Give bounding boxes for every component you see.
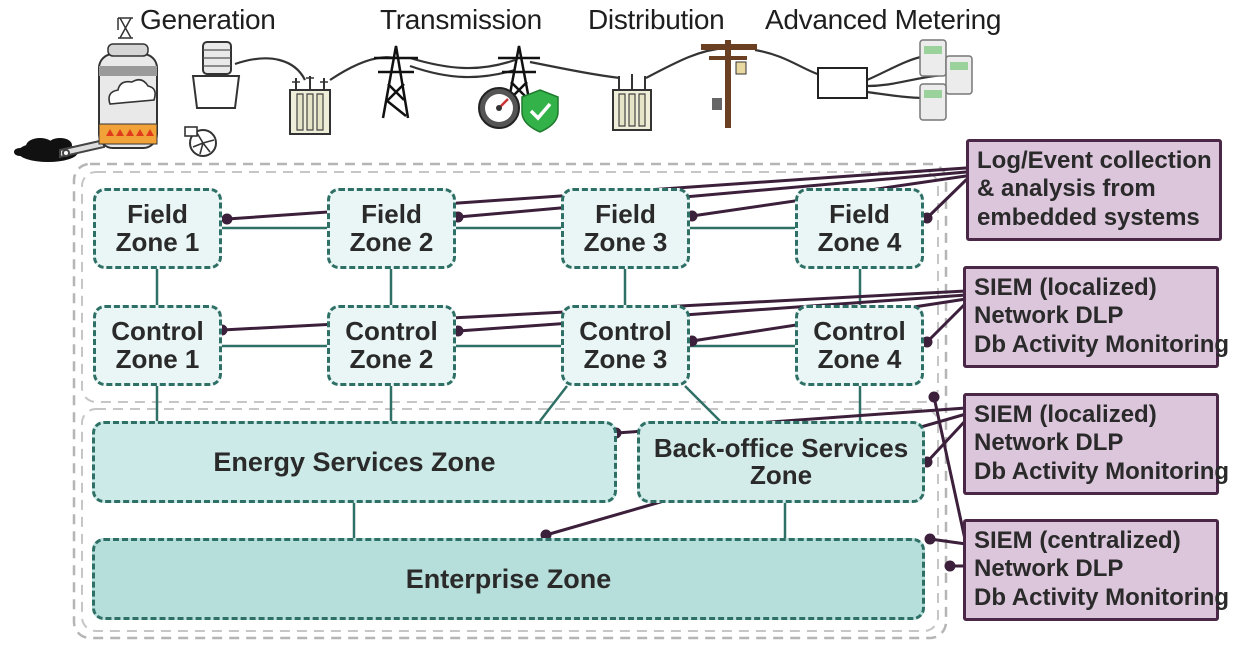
- zone-label-line: Control: [579, 316, 672, 347]
- distribution-transformer-icon: [612, 74, 652, 131]
- section-title-transmission: Transmission: [380, 4, 542, 35]
- info-line: embedded systems: [977, 203, 1200, 231]
- info-line: Db Activity Monitoring: [974, 457, 1230, 485]
- boiler-icon: [98, 43, 158, 149]
- zone-label-line: Zone 1: [115, 343, 200, 374]
- field-control-boundary: [81, 171, 939, 403]
- siem-centralized-box: SIEM (centralized) Network DLP Db Activi…: [963, 519, 1230, 621]
- info-line: SIEM (localized): [974, 274, 1157, 301]
- zone-label-line: Zone 1: [115, 226, 200, 257]
- info-line: SIEM (centralized): [974, 527, 1181, 554]
- info-line: Log/Event collection: [977, 147, 1212, 174]
- info-line: Db Activity Monitoring: [974, 583, 1230, 611]
- info-line: Db Activity Monitoring: [974, 330, 1230, 358]
- utility-pole-icon: [701, 40, 757, 128]
- zone-label-line: Zone 3: [583, 226, 668, 257]
- smart-meter-icon: [919, 39, 973, 121]
- zone-label-line: Control: [813, 316, 906, 347]
- info-line: SIEM (localized): [974, 401, 1157, 428]
- section-title-distribution: Distribution: [588, 4, 725, 35]
- siem-localized-box-1: SIEM (localized) Network DLP Db Activity…: [963, 266, 1230, 368]
- zone-label-line: Field: [127, 199, 188, 230]
- zone-label-line: Zone 3: [583, 343, 668, 374]
- services-boundary: [81, 408, 939, 632]
- zone-label-line: Zone 2: [349, 226, 434, 257]
- conveyor-icon: [59, 138, 105, 159]
- zone-label-line: Back-office Services: [653, 432, 909, 463]
- data-collector-icon: [817, 67, 868, 99]
- zone-label-line: Control: [111, 316, 204, 347]
- zone-label-line: Zone 4: [817, 226, 902, 257]
- info-line: Network DLP: [974, 555, 1124, 583]
- gauge-icon: [478, 87, 520, 129]
- zone-label-line: Zone 4: [817, 343, 902, 374]
- transmission-tower-icon: [374, 45, 418, 119]
- info-line: Network DLP: [974, 429, 1124, 457]
- section-title-advanced-metering: Advanced Metering: [765, 4, 1002, 35]
- zone-label-line: Control: [345, 316, 438, 347]
- energy-services-zone: Energy Services Zone: [92, 421, 617, 503]
- zone-label: Energy Services Zone: [213, 446, 496, 477]
- outer-boundary: [72, 162, 948, 640]
- transformer-icon: [289, 76, 331, 135]
- enterprise-zone: Enterprise Zone: [92, 538, 925, 620]
- info-line: & analysis from: [977, 175, 1156, 203]
- turbine-icon: [191, 41, 241, 109]
- zone-label-line: Zone 2: [349, 343, 434, 374]
- log-event-collection-box: Log/Event collection & analysis from emb…: [966, 139, 1222, 241]
- zone-label-line: Zone: [749, 460, 813, 490]
- section-title-generation: Generation: [140, 4, 276, 35]
- zone-label-line: Field: [829, 199, 890, 230]
- pump-icon: [184, 126, 217, 157]
- shield-check-icon: [521, 89, 559, 133]
- hourglass-icon: [117, 17, 133, 39]
- zone-label-line: Field: [595, 199, 656, 230]
- zone-label: Enterprise Zone: [405, 563, 612, 594]
- info-line: Network DLP: [974, 302, 1124, 330]
- zone-label-line: Field: [361, 199, 422, 230]
- siem-localized-box-2: SIEM (localized) Network DLP Db Activity…: [963, 393, 1230, 495]
